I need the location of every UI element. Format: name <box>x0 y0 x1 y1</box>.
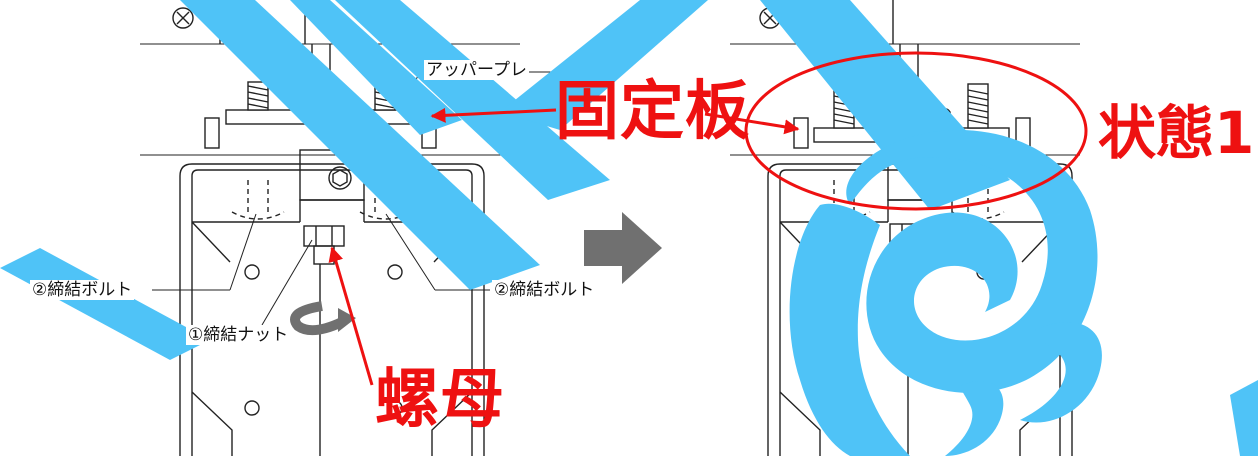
nut-label: ①締結ナット <box>186 325 291 345</box>
nut-annotation: 螺母 <box>375 363 505 437</box>
upper-plate-label: アッパープレ <box>424 60 529 80</box>
cross-screw-icon <box>172 7 194 29</box>
state-highlight-ellipse <box>744 51 1088 211</box>
fixed-plate-annotation: 固定板 <box>555 75 750 149</box>
stud-right <box>967 83 989 129</box>
state-annotation: 状態1 <box>1098 99 1255 167</box>
hex-nut-left <box>303 225 345 265</box>
arrow-right-icon <box>584 212 662 284</box>
left-bracket <box>140 0 520 456</box>
red-annotations <box>328 51 1088 386</box>
bolt-left-label: ②締結ボルト <box>30 280 135 300</box>
rotation-arrow-icon <box>290 301 356 336</box>
bolt-right-label: ②締結ボルト <box>492 280 597 300</box>
stud-left <box>247 81 269 111</box>
